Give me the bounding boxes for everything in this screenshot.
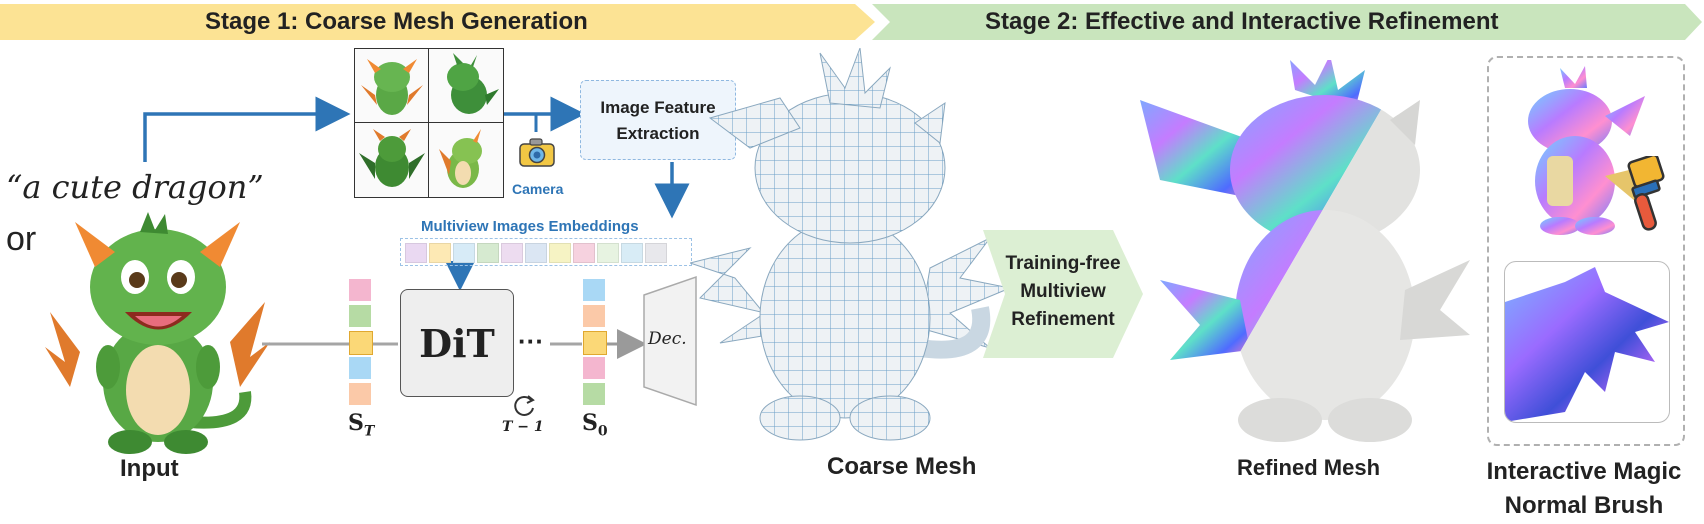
input-label: Input xyxy=(120,455,179,482)
dragon-view-icon xyxy=(359,129,425,187)
s0-token xyxy=(583,279,605,301)
refined-mesh-image xyxy=(1140,60,1470,442)
st-token-stack xyxy=(349,279,373,409)
stage-banners xyxy=(0,4,1702,40)
magic-brush-line2: Normal Brush xyxy=(1504,492,1664,519)
magic-brush-panel xyxy=(1487,56,1685,446)
s0-label-sub: 0 xyxy=(597,423,608,440)
or-text: or xyxy=(6,220,37,258)
dit-block: DiT xyxy=(400,289,514,397)
dragon-view-icon xyxy=(439,129,482,188)
dragon-view-icon xyxy=(447,53,499,114)
loop-icon xyxy=(514,395,535,416)
embedding-token xyxy=(405,243,427,263)
multiview-cell-2 xyxy=(428,48,504,124)
refinement-text: Training-free Multiview Refinement xyxy=(988,250,1138,334)
input-dragon-image xyxy=(45,212,270,454)
s0-token xyxy=(583,383,605,405)
s0-token-stack xyxy=(583,279,607,409)
st-token xyxy=(349,279,371,301)
embedding-token xyxy=(549,243,571,263)
multiview-cell-3 xyxy=(354,122,430,198)
refined-mesh-label: Refined Mesh xyxy=(1237,455,1381,480)
brush-dragon-image xyxy=(1528,66,1645,235)
feature-extraction-line2: Extraction xyxy=(616,124,700,143)
embedding-token xyxy=(477,243,499,263)
refinement-line2: Multiview xyxy=(1020,281,1106,302)
embedding-token xyxy=(501,243,523,263)
s0-token xyxy=(583,357,605,379)
dit-ellipsis: ··· xyxy=(518,326,544,356)
paint-brush-icon xyxy=(1627,156,1665,231)
feature-extraction-box: Image Feature Extraction xyxy=(580,80,736,160)
decoder-label: Dec. xyxy=(648,329,687,349)
embedding-token xyxy=(621,243,643,263)
s0-label: S0 xyxy=(582,410,608,439)
st-token xyxy=(349,305,371,327)
decoder-shape xyxy=(643,275,697,407)
magic-brush-line1: Interactive Magic xyxy=(1486,458,1682,485)
embedding-token xyxy=(453,243,475,263)
multiview-cell-4 xyxy=(428,122,504,198)
multiview-cell-1 xyxy=(354,48,430,124)
multiview-grid xyxy=(354,48,504,198)
stage1-title: Stage 1: Coarse Mesh Generation xyxy=(205,8,588,35)
iteration-label: T − 1 xyxy=(502,419,544,435)
refinement-line3: Refinement xyxy=(1011,309,1115,330)
prompt-to-grid-arrow xyxy=(143,96,351,162)
dragon-view-icon xyxy=(361,59,423,115)
magic-brush-label: Interactive Magic Normal Brush xyxy=(1474,455,1694,523)
st-token xyxy=(349,331,373,355)
st-label-main: S xyxy=(348,410,364,436)
embedding-token xyxy=(525,243,547,263)
s0-token xyxy=(583,331,607,355)
prompt-text: “a cute dragon” xyxy=(6,168,264,206)
coarse-mesh-image xyxy=(690,48,1012,441)
st-label-sub: T xyxy=(363,423,375,440)
s0-label-main: S xyxy=(582,410,598,436)
refinement-line1: Training-free xyxy=(1005,253,1121,274)
stage1-banner-shape xyxy=(0,4,875,40)
stage2-banner-shape xyxy=(872,4,1702,40)
camera-label: Camera xyxy=(512,181,564,197)
refinement-arrow-shape xyxy=(983,230,1143,358)
camera-icon xyxy=(519,138,555,167)
coarse-mesh-label: Coarse Mesh xyxy=(827,453,977,480)
embedding-token xyxy=(597,243,619,263)
st-token xyxy=(349,383,371,405)
embeddings-label: Multiview Images Embeddings xyxy=(421,218,639,235)
st-label: ST xyxy=(348,410,374,439)
brush-closeup-wing xyxy=(1505,267,1669,422)
embedding-token xyxy=(645,243,667,263)
embeddings-strip xyxy=(400,238,692,266)
embedding-token xyxy=(429,243,451,263)
feature-extraction-line1: Image Feature xyxy=(600,98,716,117)
stage2-title: Stage 2: Effective and Interactive Refin… xyxy=(985,8,1499,35)
brush-closeup-image xyxy=(1504,261,1670,423)
embedding-token xyxy=(573,243,595,263)
s0-token xyxy=(583,305,605,327)
st-token xyxy=(349,357,371,379)
